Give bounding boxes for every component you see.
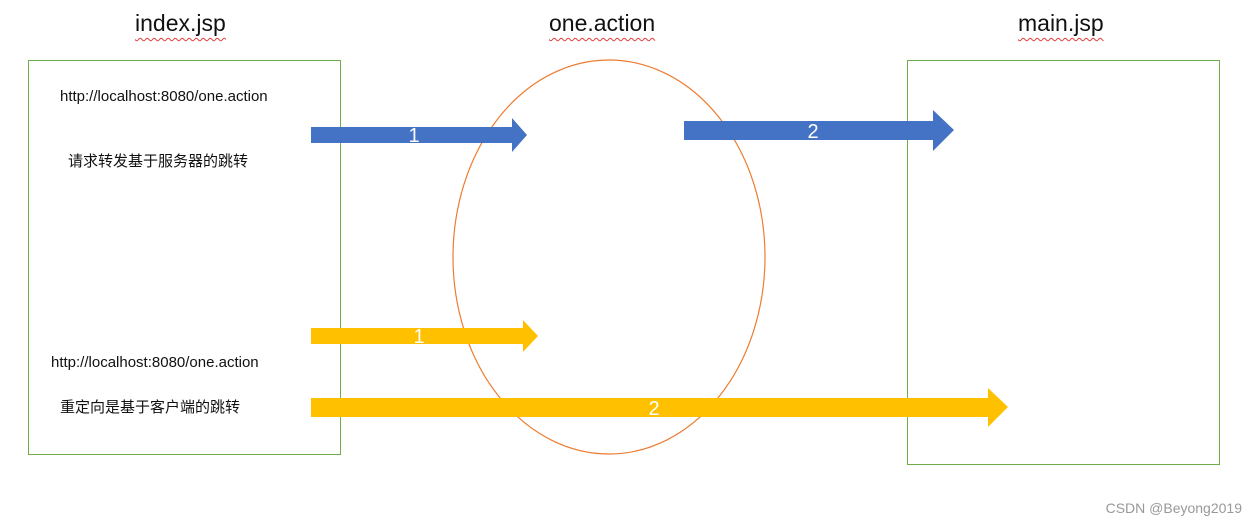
forward-arrow-1 (311, 118, 527, 152)
forward-arrow-2 (684, 110, 954, 151)
redirect-description: 重定向是基于客户端的跳转 (60, 398, 241, 416)
redirect-arrow-2-number: 2 (648, 398, 659, 420)
forward-arrow-2-number: 2 (807, 121, 818, 143)
forward-arrow-1-number: 1 (408, 125, 419, 147)
csdn-watermark: CSDN @Beyong2019 (1105, 500, 1242, 516)
redirect-arrow-1-number: 1 (413, 326, 424, 348)
forward-description: 请求转发基于服务器的跳转 (68, 152, 249, 170)
one-action-title: one.action (549, 10, 656, 36)
redirect-arrow-1 (311, 320, 538, 352)
one-action-ellipse (452, 59, 766, 455)
forward-url-label: http://localhost:8080/one.action (60, 88, 268, 105)
main-jsp-title: main.jsp (1018, 10, 1104, 36)
main-jsp-box (907, 60, 1220, 465)
index-jsp-box (28, 60, 341, 455)
index-jsp-title: index.jsp (135, 10, 226, 36)
redirect-url-label: http://localhost:8080/one.action (51, 354, 259, 371)
redirect-arrow-2 (311, 388, 1008, 427)
